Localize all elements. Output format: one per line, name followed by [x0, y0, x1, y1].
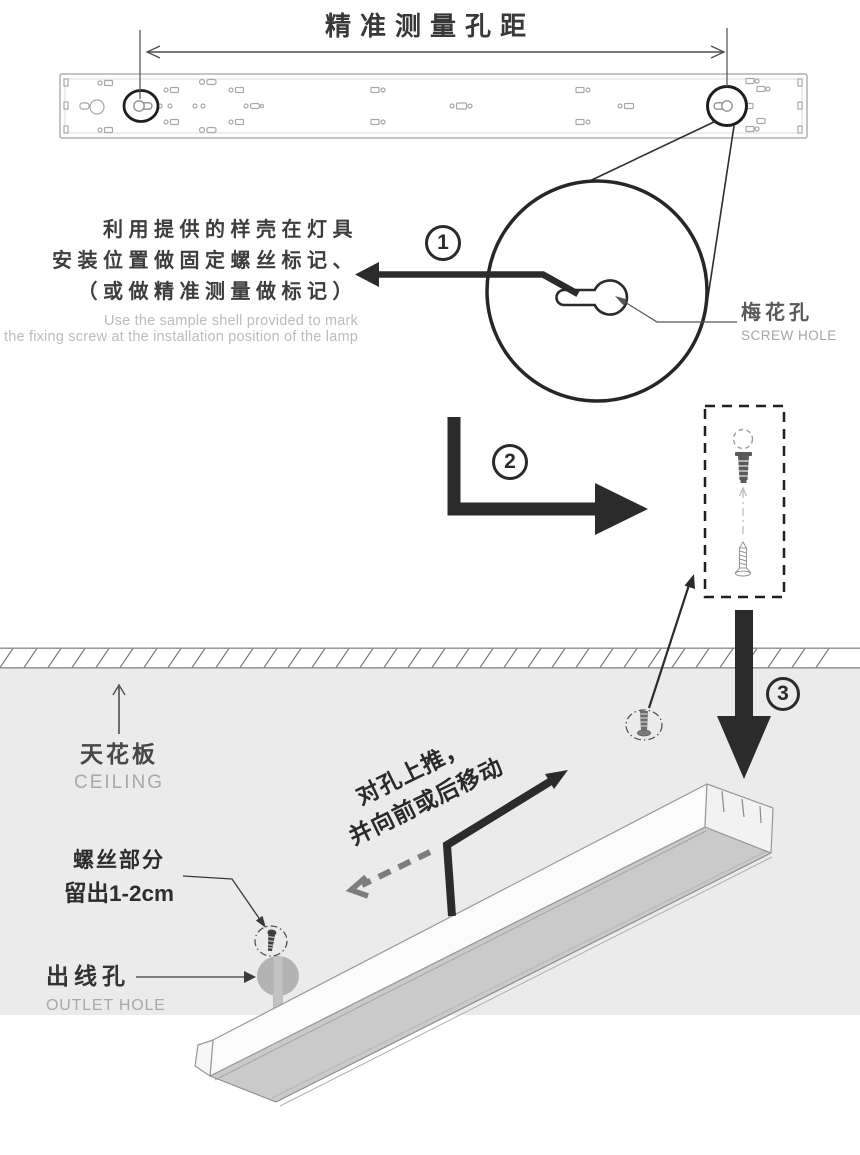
lamp-end-vents — [721, 790, 762, 824]
outlet-hole-icon — [257, 956, 299, 1007]
screw-icon-box — [734, 541, 752, 577]
leader-screw-to-box — [647, 574, 695, 709]
ceiling-hatch — [0, 647, 860, 669]
screw-reserve-line2: 留出1-2cm — [63, 881, 175, 906]
push-arrow — [442, 770, 568, 917]
step-badge-3: 3 — [766, 677, 800, 711]
keyhole-left — [133, 100, 153, 112]
outlet-hole-label-en: OUTLET HOLE — [46, 997, 166, 1014]
leader-outlet-hole — [136, 971, 256, 983]
screw-icon-reserved — [254, 925, 288, 957]
mounting-plate — [59, 73, 808, 139]
insert-direction-dashdot-line — [738, 486, 748, 538]
step-badge-2: 2 — [492, 444, 528, 480]
lamp-end-face — [704, 783, 774, 854]
push-back-dashed-arrow — [345, 849, 432, 899]
expansion-screw-icon-ceiling — [625, 709, 663, 741]
step-badge-1: 1 — [425, 225, 461, 261]
drill-hole-mark-icon — [732, 428, 754, 450]
instruction-zh-line2: 安装位置做固定螺丝标记、 — [52, 250, 358, 272]
outlet-hole-label: 出线孔 OUTLET HOLE — [46, 957, 166, 1015]
instruction-en-line1: Use the sample shell provided to mark — [103, 313, 358, 329]
screw-hole-label-en: SCREW HOLE — [741, 328, 837, 343]
wall-anchor-icon — [735, 452, 752, 483]
screw-hole-label: 梅花孔 SCREW HOLE — [741, 296, 837, 343]
arrow-step3 — [717, 610, 771, 779]
lamp-fixture — [194, 783, 774, 1107]
instruction-step1: 利用提供的样壳在灯具 安装位置做固定螺丝标记、 （或做精准测量做标记） Use … — [0, 215, 358, 345]
outlet-hole-label-zh: 出线孔 — [46, 963, 130, 989]
keyhole-left-highlight-circle — [122, 89, 160, 123]
ceiling-label-zh: 天花板 — [80, 741, 158, 767]
arrow-step2 — [447, 417, 648, 535]
instruction-zh-line1: 利用提供的样壳在灯具 — [103, 219, 358, 241]
ceiling-label: 天花板 CEILING — [49, 735, 189, 794]
arrow-step1 — [355, 262, 580, 297]
screw-reserve-note: 螺丝部分 留出1-2cm — [34, 844, 204, 908]
keyhole-right — [713, 100, 733, 112]
lamp-left-cap — [194, 1039, 214, 1077]
page-title: 精准测量孔距 — [324, 11, 535, 41]
screw-reserve-line1: 螺丝部分 — [73, 849, 165, 872]
ceiling-arrow — [112, 683, 126, 734]
instruction-en-line2: the fixing screw at the installation pos… — [4, 329, 358, 345]
instruction-zh-line3: （或做精准测量做标记） — [77, 281, 358, 303]
plate-holes — [63, 77, 803, 134]
lamp-bottom-edge — [279, 856, 773, 1107]
dimension-arrow — [139, 28, 728, 99]
leader-screw-hole — [615, 296, 737, 323]
magnifier-circle — [485, 179, 709, 403]
screw-hole-label-zh: 梅花孔 — [741, 302, 813, 324]
anchor-kit-box — [703, 404, 786, 599]
leader-screw-reserve — [182, 875, 266, 928]
keyhole-magnified — [555, 279, 629, 316]
ceiling-label-en: CEILING — [73, 772, 165, 793]
